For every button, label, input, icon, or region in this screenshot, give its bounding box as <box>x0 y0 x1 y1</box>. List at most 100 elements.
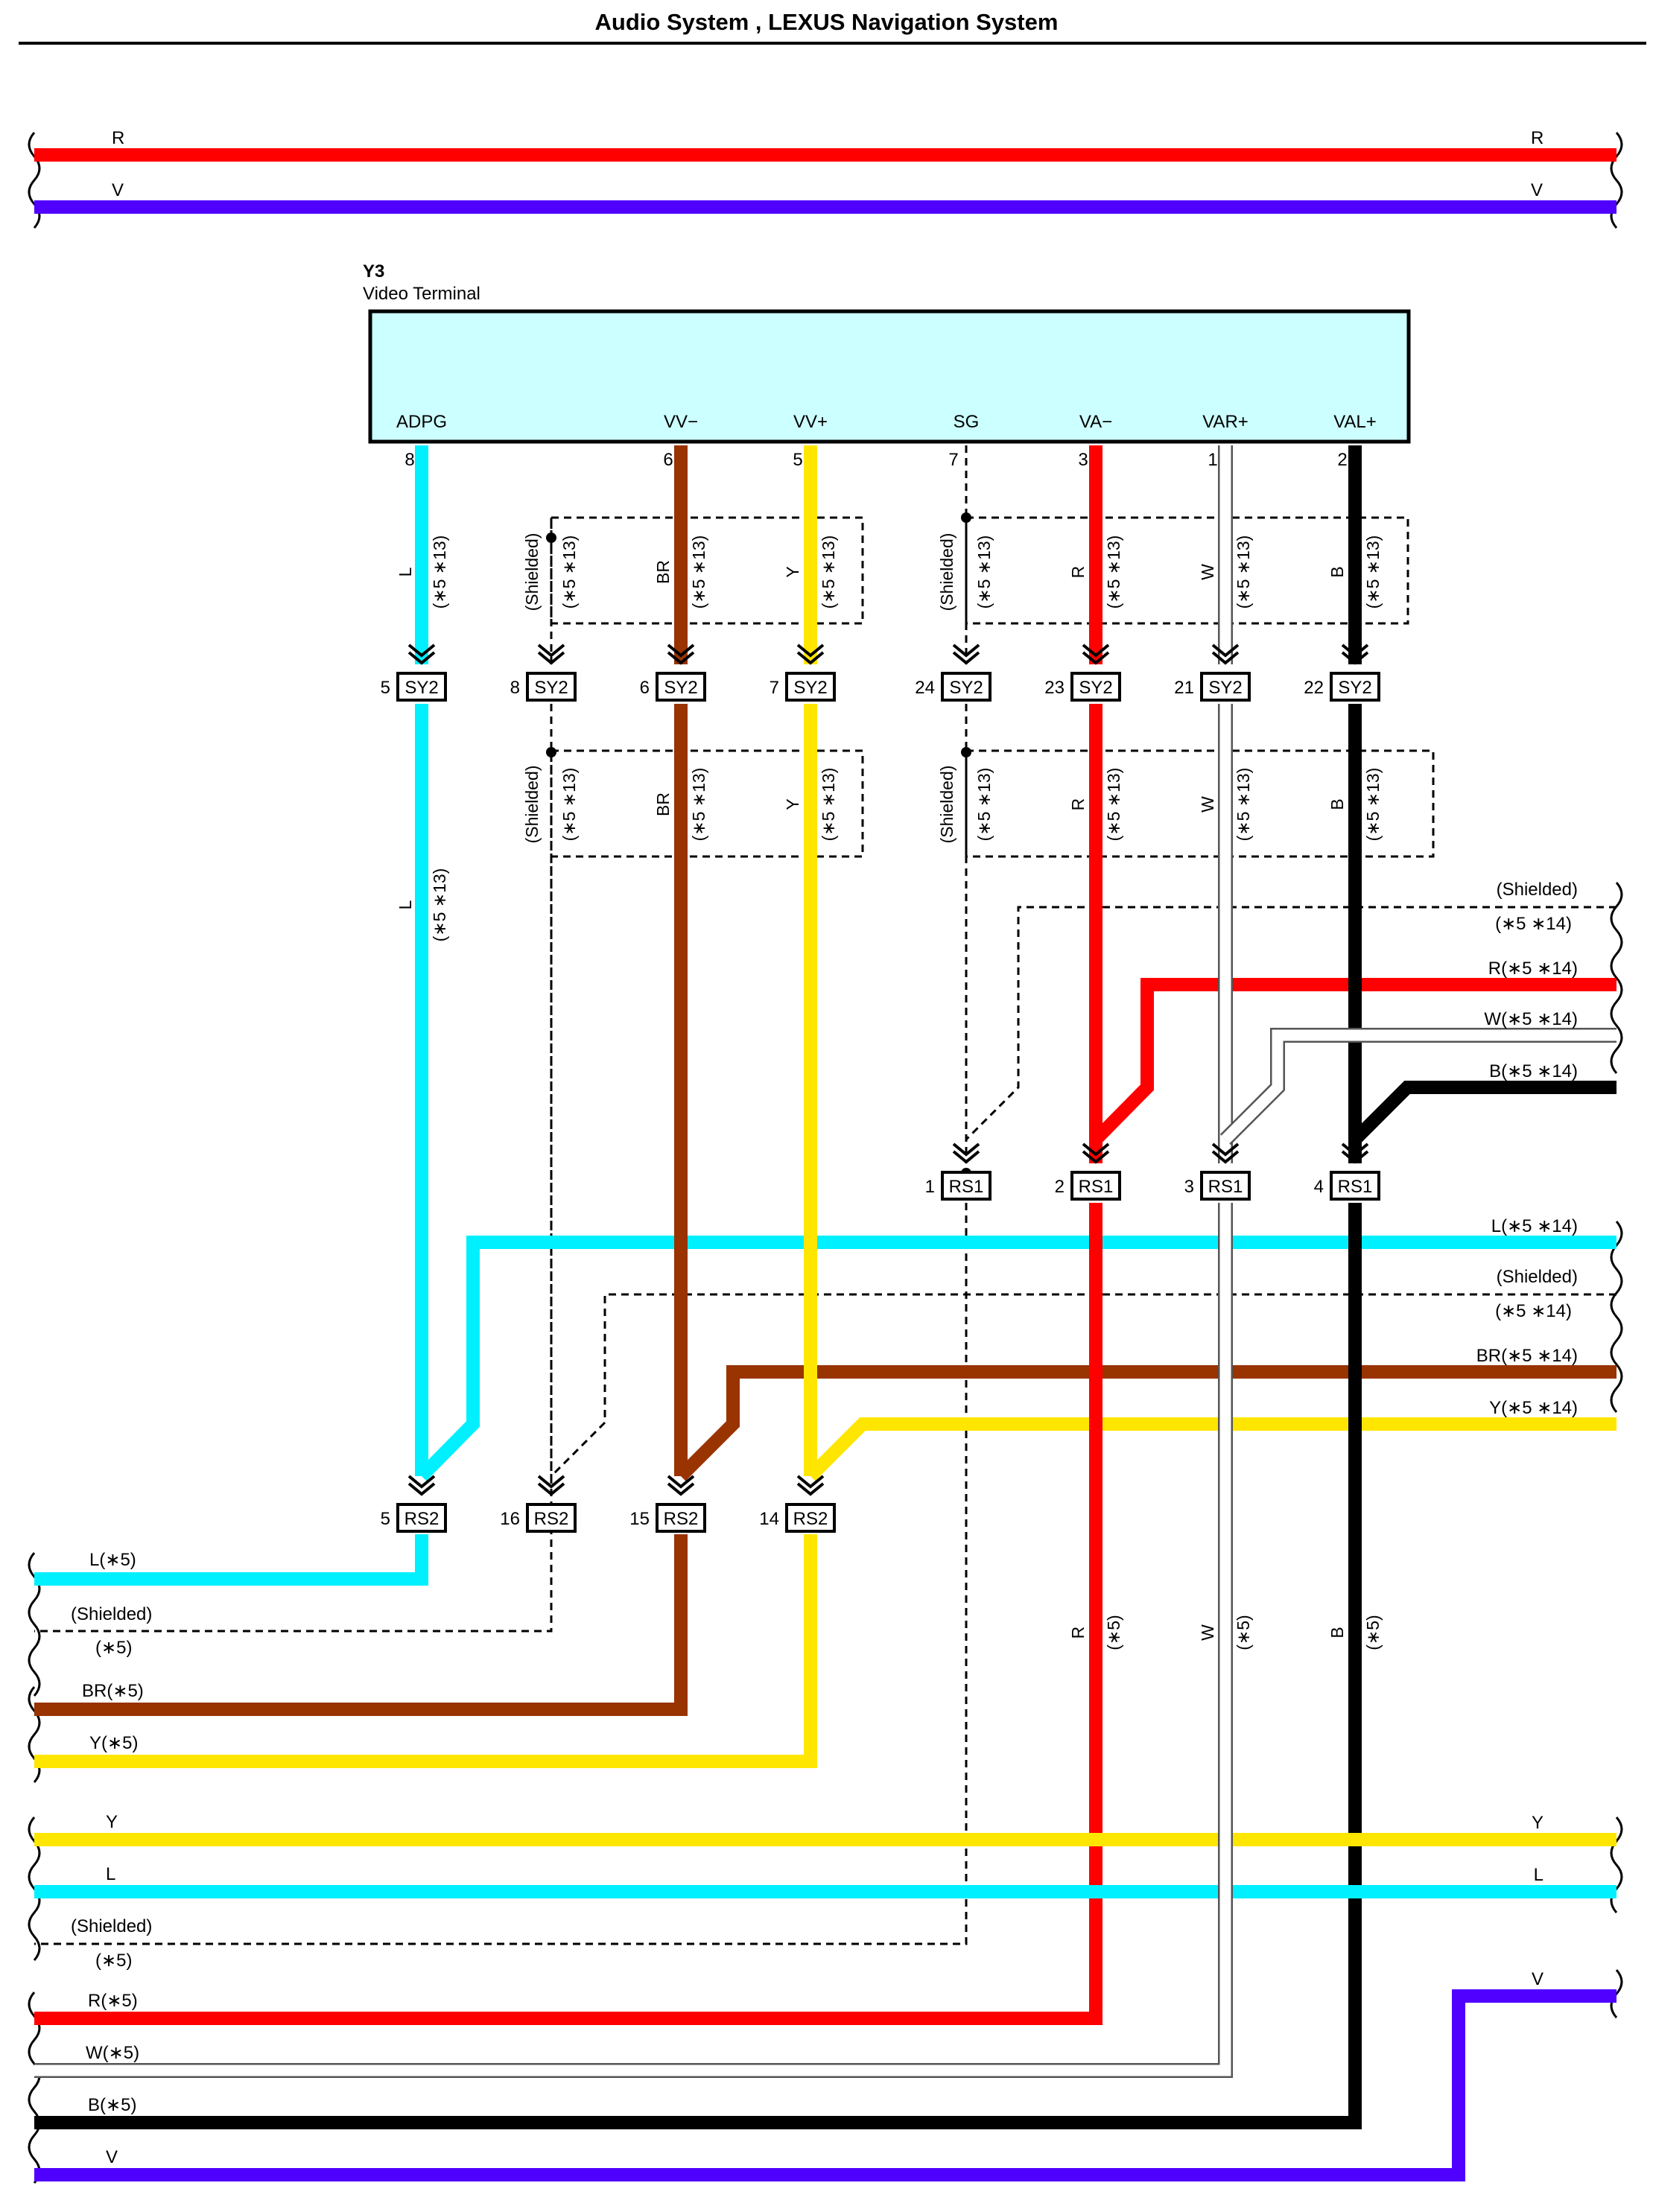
rs2-pin-14: 14 <box>759 1509 779 1529</box>
pin-name-var-plus: VAR+ <box>1202 412 1249 432</box>
top-bus-r-right-label: R <box>1531 128 1543 148</box>
sy2-pin-7: 7 <box>770 678 779 698</box>
right-label-w14: W(∗5 ∗14) <box>1484 1009 1578 1029</box>
sy2-name-3: SY2 <box>664 678 697 698</box>
left-label-y5: Y(∗5) <box>89 1733 138 1753</box>
wire-label-r-2: R <box>1068 798 1088 811</box>
left-label-l-bus: L <box>106 1864 115 1884</box>
rs2-name-4: RS2 <box>793 1509 828 1529</box>
component-pin-names: ADPG VV− VV+ SG VA− VAR+ VAL+ <box>396 412 1377 432</box>
sy2-pin-21: 21 <box>1174 678 1194 698</box>
sy2-pin-22: 22 <box>1304 678 1324 698</box>
wire-label-br-1: BR <box>653 560 673 584</box>
shield-runs <box>34 445 1616 1945</box>
pin-name-vv-minus: VV− <box>664 412 698 432</box>
right-shielded-1: (Shielded) <box>1497 880 1578 900</box>
rs1-pin-4: 4 <box>1314 1177 1324 1197</box>
left-label-y-bus: Y <box>106 1812 118 1832</box>
right-harness-brackets <box>1610 132 1623 2018</box>
shield-label-2: (Shielded) <box>937 533 956 611</box>
sy2-name-1: SY2 <box>404 678 438 698</box>
right-label-l-bus: L <box>1534 1865 1543 1885</box>
left-shielded-a: (Shielded) <box>71 1604 152 1624</box>
left-label-br5: BR(∗5) <box>82 1681 144 1701</box>
right-shielded-1-note: (∗5 ∗14) <box>1495 914 1572 934</box>
wire-label-l-2: L <box>396 900 415 909</box>
sy2-name-8: SY2 <box>1338 678 1371 698</box>
wire-label-b-1: B <box>1327 566 1347 577</box>
rs1-pin-3: 3 <box>1184 1177 1194 1197</box>
left-shielded-b-note: (∗5) <box>95 1951 132 1971</box>
vertical-wire-labels: L (∗5 ∗13) (Shielded) (∗5 ∗13) BR (∗5 ∗1… <box>396 533 1383 1650</box>
sy2-pin-23: 23 <box>1044 678 1065 698</box>
rs1-name-3: RS1 <box>1208 1177 1243 1197</box>
rs2-pin-15: 15 <box>629 1509 650 1529</box>
note-shield-2: (∗5 ∗13) <box>974 535 994 609</box>
note-shield-3: (∗5 ∗13) <box>559 768 579 842</box>
component-id: Y3 <box>363 261 384 282</box>
pin-num-1: 1 <box>1208 450 1217 470</box>
left-label-l5: L(∗5) <box>89 1550 136 1570</box>
wire-label-b-3: B <box>1327 1627 1347 1638</box>
rs2-pin-16: 16 <box>500 1509 520 1529</box>
sy2-pin-6: 6 <box>640 678 650 698</box>
shield-label-4: (Shielded) <box>937 766 956 844</box>
left-label-b5: B(∗5) <box>88 2095 136 2115</box>
note-y-2: (∗5 ∗13) <box>819 768 838 842</box>
note-b-2: (∗5 ∗13) <box>1363 768 1383 842</box>
left-shielded-b: (Shielded) <box>71 1916 152 1936</box>
note-br-1: (∗5 ∗13) <box>689 535 708 609</box>
top-bus-v-left-label: V <box>112 180 124 200</box>
pin-num-3: 3 <box>1078 450 1088 470</box>
pin-num-6: 6 <box>663 450 673 470</box>
right-label-r14: R(∗5 ∗14) <box>1488 959 1578 979</box>
rs1-name-2: RS1 <box>1079 1177 1114 1197</box>
note-br-2: (∗5 ∗13) <box>689 768 708 842</box>
wire-label-w-3: W <box>1198 1624 1217 1641</box>
shield-boxes <box>550 516 1435 858</box>
pin-name-va-minus: VA− <box>1079 412 1112 432</box>
connector-sy2-row: SY2 SY2 SY2 SY2 SY2 SY2 SY2 SY2 5 8 6 7 … <box>381 643 1380 702</box>
rs1-name-1: RS1 <box>949 1177 984 1197</box>
left-side-labels: L(∗5) (Shielded) (∗5) BR(∗5) Y(∗5) Y L (… <box>71 1550 152 2167</box>
wire-label-l-1: L <box>396 567 415 576</box>
top-bus-v-right-label: V <box>1531 180 1543 200</box>
note-w-3: (∗5) <box>1234 1615 1253 1650</box>
pin-num-8: 8 <box>404 450 414 470</box>
note-l-1: (∗5 ∗13) <box>430 535 449 609</box>
rs2-pin-5: 5 <box>381 1509 390 1529</box>
note-r-2: (∗5 ∗13) <box>1104 768 1123 842</box>
left-harness-brackets <box>28 132 41 2184</box>
pin-name-adpg: ADPG <box>396 412 447 432</box>
sy2-name-4: SY2 <box>793 678 827 698</box>
wire-label-w-1: W <box>1198 564 1217 580</box>
splice-dots <box>546 512 971 1178</box>
top-bus-r: R R <box>34 128 1616 162</box>
note-w-1: (∗5 ∗13) <box>1234 535 1253 609</box>
right-label-v-bus: V <box>1532 1969 1543 1989</box>
note-w-2: (∗5 ∗13) <box>1234 768 1253 842</box>
component-pin-numbers: 8 6 5 7 3 1 2 <box>404 450 1347 470</box>
right-label-y14: Y(∗5 ∗14) <box>1489 1398 1578 1418</box>
rs1-pin-2: 2 <box>1055 1177 1065 1197</box>
wire-label-y-1: Y <box>783 566 802 577</box>
left-label-w5: W(∗5) <box>86 2043 139 2063</box>
right-side-labels: (Shielded) (∗5 ∗14) R(∗5 ∗14) W(∗5 ∗14) … <box>1476 880 1578 1989</box>
wire-label-r-3: R <box>1068 1627 1088 1639</box>
pin-num-5: 5 <box>793 450 802 470</box>
left-label-v-bus: V <box>106 2147 118 2167</box>
page-title: Audio System , LEXUS Navigation System <box>594 9 1059 35</box>
note-b-3: (∗5) <box>1363 1615 1383 1650</box>
wire-label-y-2: Y <box>783 798 802 810</box>
right-label-b14: B(∗5 ∗14) <box>1489 1061 1578 1081</box>
wire-label-b-2: B <box>1327 798 1347 810</box>
pin-name-val-plus: VAL+ <box>1333 412 1377 432</box>
top-bus-r-left-label: R <box>112 128 124 148</box>
top-bus-v: V V <box>34 180 1616 214</box>
rs2-name-2: RS2 <box>534 1509 569 1529</box>
sy2-name-6: SY2 <box>1079 678 1112 698</box>
video-terminal-box <box>368 309 1411 444</box>
note-y-1: (∗5 ∗13) <box>819 535 838 609</box>
pin-name-sg: SG <box>954 412 980 432</box>
